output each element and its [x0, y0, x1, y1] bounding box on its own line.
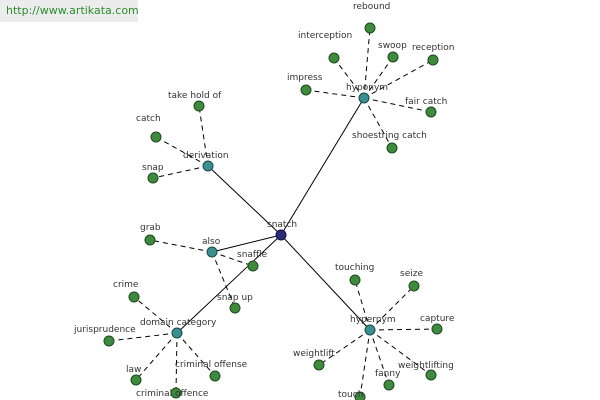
label-criminal-offense: criminal offense — [175, 360, 248, 370]
node-impress[interactable] — [300, 84, 312, 96]
edge-hyponym-top-shoestring-catch — [363, 97, 393, 149]
node-also[interactable] — [206, 246, 218, 258]
label-crime: crime — [113, 280, 139, 290]
edge-root-hyponym-top — [280, 97, 365, 236]
edge-derivation-catch — [155, 136, 209, 167]
label-weightlift: weightlift — [293, 349, 335, 359]
label-grab: grab — [140, 223, 161, 233]
edge-hypernym-capture — [369, 328, 438, 331]
graph-nodes — [103, 22, 443, 400]
node-law[interactable] — [130, 374, 142, 386]
edge-derivation-snap — [152, 165, 209, 179]
label-fanny: fanny — [375, 369, 401, 379]
edge-domain-category-crime — [133, 296, 178, 334]
label-seize: seize — [400, 269, 423, 279]
edge-hyponym-top-reception — [363, 59, 434, 99]
edge-domain-category-criminal-offence — [175, 332, 178, 394]
label-hyponym-top: hyponym — [346, 83, 388, 93]
node-seize[interactable] — [408, 280, 420, 292]
label-hypernym: hypernym — [350, 315, 396, 325]
edge-hyponym-top-rebound — [363, 27, 371, 99]
node-jurisprudence[interactable] — [103, 335, 115, 347]
edge-hypernym-fanny — [369, 329, 390, 386]
graph-labels: snatch hyponym rebound interception swoop rec… — [73, 2, 455, 400]
edge-root-also — [211, 234, 282, 253]
edge-hypernym-touch — [359, 329, 371, 398]
edge-root-domain-category — [176, 234, 282, 334]
label-swoop: swoop — [378, 41, 407, 51]
label-criminal-offence: criminal offence — [136, 389, 209, 399]
edge-hypernym-seize — [369, 285, 415, 331]
node-fanny[interactable] — [383, 379, 395, 391]
node-capture[interactable] — [431, 323, 443, 335]
edge-root-derivation — [207, 165, 282, 236]
edge-domain-category-criminal-offense — [176, 332, 216, 377]
edge-also-grab — [149, 239, 213, 253]
watermark-text: http://www.artikata.com — [6, 4, 139, 17]
edge-domain-category-law — [135, 332, 178, 381]
edge-root-hypernym — [280, 234, 371, 331]
label-rebound: rebound — [353, 2, 390, 12]
node-crime[interactable] — [128, 291, 140, 303]
node-hyponym-top[interactable] — [358, 92, 370, 104]
node-derivation[interactable] — [202, 160, 214, 172]
label-reception: reception — [412, 43, 454, 53]
label-capture: capture — [420, 314, 455, 324]
node-weightlifting[interactable] — [425, 369, 437, 381]
label-jurisprudence: jurisprudence — [73, 325, 136, 335]
node-interception[interactable] — [328, 52, 340, 64]
edge-hyponym-top-fair-catch — [363, 97, 432, 113]
label-impress: impress — [287, 73, 323, 83]
label-touch: touch — [338, 390, 363, 400]
label-snap: snap — [142, 163, 164, 173]
edge-also-snap-up — [211, 251, 236, 309]
label-interception: interception — [298, 31, 352, 41]
edge-hypernym-weightlift — [318, 329, 371, 366]
label-take-hold-of: take hold of — [168, 91, 222, 101]
node-root-snatch[interactable] — [275, 229, 287, 241]
node-take-hold-of[interactable] — [193, 100, 205, 112]
watermark: http://www.artikata.com — [0, 0, 139, 22]
edge-hyponym-top-impress — [305, 89, 365, 99]
edge-hypernym-weightlifting — [369, 329, 432, 376]
label-derivation: derivation — [183, 151, 229, 161]
label-snaffle: snaffle — [237, 250, 268, 260]
node-snap-up[interactable] — [229, 302, 241, 314]
node-snap[interactable] — [147, 172, 159, 184]
node-fair-catch[interactable] — [425, 106, 437, 118]
node-rebound[interactable] — [364, 22, 376, 34]
node-criminal-offence[interactable] — [170, 387, 182, 399]
node-touch[interactable] — [354, 391, 366, 400]
node-touching[interactable] — [349, 274, 361, 286]
label-root: snatch — [267, 220, 297, 230]
node-domain-category[interactable] — [171, 327, 183, 339]
edge-also-snaffle — [211, 251, 254, 267]
node-grab[interactable] — [144, 234, 156, 246]
node-weightlift[interactable] — [313, 359, 325, 371]
node-criminal-offense[interactable] — [209, 370, 221, 382]
node-hypernym[interactable] — [364, 324, 376, 336]
label-catch: catch — [136, 114, 161, 124]
edge-domain-category-jurisprudence — [108, 332, 178, 342]
label-also: also — [202, 237, 221, 247]
label-touching: touching — [335, 263, 374, 273]
label-snap-up: snap up — [217, 293, 253, 303]
node-shoestring-catch[interactable] — [386, 142, 398, 154]
node-catch[interactable] — [150, 131, 162, 143]
node-reception[interactable] — [427, 54, 439, 66]
label-fair-catch: fair catch — [405, 97, 447, 107]
label-shoestring-catch: shoestring catch — [352, 131, 427, 141]
node-snaffle[interactable] — [247, 260, 259, 272]
node-swoop[interactable] — [387, 51, 399, 63]
edge-derivation-take-hold-of — [198, 105, 209, 167]
label-law: law — [126, 365, 141, 375]
graph-edges — [108, 27, 438, 398]
label-domain-category: domain category — [140, 318, 217, 328]
label-weightlifting: weightlifting — [398, 361, 454, 371]
